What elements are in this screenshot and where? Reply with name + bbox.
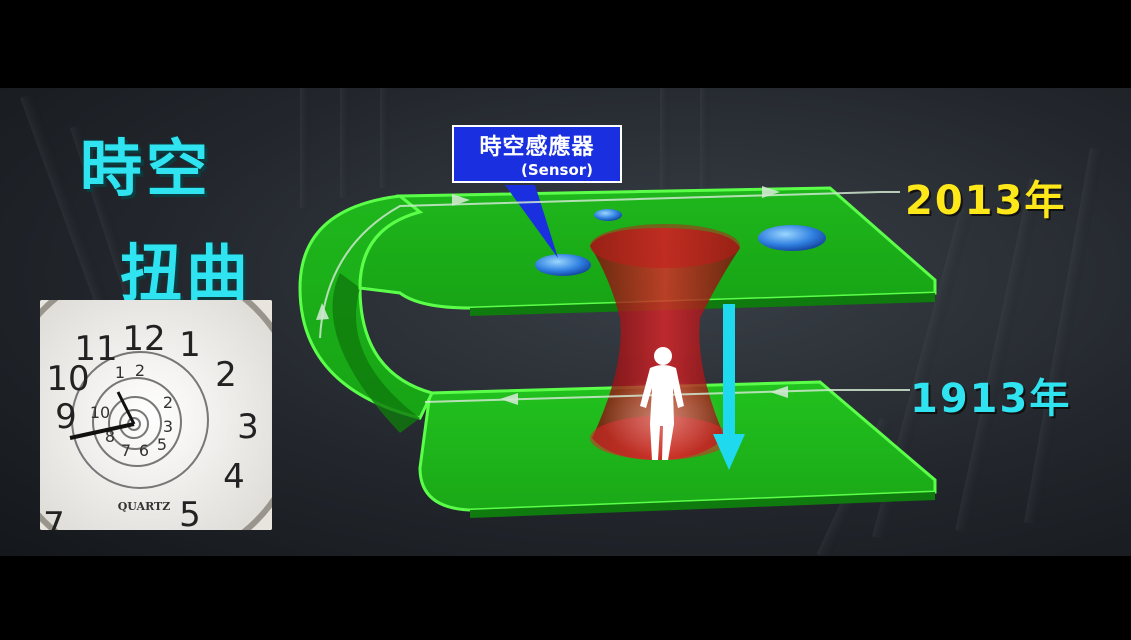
clock-brand-text: QUARTZ [118,500,171,513]
svg-text:10: 10 [90,403,110,422]
clock-number-4: 4 [223,457,245,497]
year-label-top: 2013年 [905,178,1067,224]
svg-text:5: 5 [157,435,167,454]
clock-number-3: 3 [237,407,259,447]
clock-number-11: 11 [74,329,117,369]
letterbox-bottom [0,556,1131,640]
svg-text:8: 8 [105,427,115,446]
clock-number-7: 7 [43,505,65,530]
sensor-label: 時空感應器 (Sensor) [452,125,622,183]
title-line-2: 扭曲 [120,237,253,310]
person-silhouette-icon [640,347,684,460]
clock-number-12: 12 [122,319,165,359]
svg-text:3: 3 [163,417,173,436]
clock-number-2: 2 [215,355,237,395]
sensor-label-chinese: 時空感應器 [479,135,595,160]
clock-number-5: 5 [179,495,201,530]
sensor-disk-2 [594,209,622,221]
sensor-disk-3 [758,225,826,251]
clock-number-1: 1 [179,325,201,365]
sensor-label-english: (Sensor) [521,161,593,179]
wormhole-diagram [298,185,937,518]
letterbox-top [0,0,1131,88]
svg-text:2: 2 [163,393,173,412]
title-line-1: 時空 [80,132,213,205]
svg-text:7: 7 [121,441,131,460]
svg-text:1: 1 [115,363,125,382]
svg-text:6: 6 [139,441,149,460]
clock-number-10: 10 [46,359,89,399]
sensor-disk-1 [535,254,591,276]
svg-text:2: 2 [135,361,145,380]
down-arrow-icon [713,304,745,470]
year-label-bottom: 1913年 [910,376,1072,422]
clock-number-9: 9 [55,397,77,437]
